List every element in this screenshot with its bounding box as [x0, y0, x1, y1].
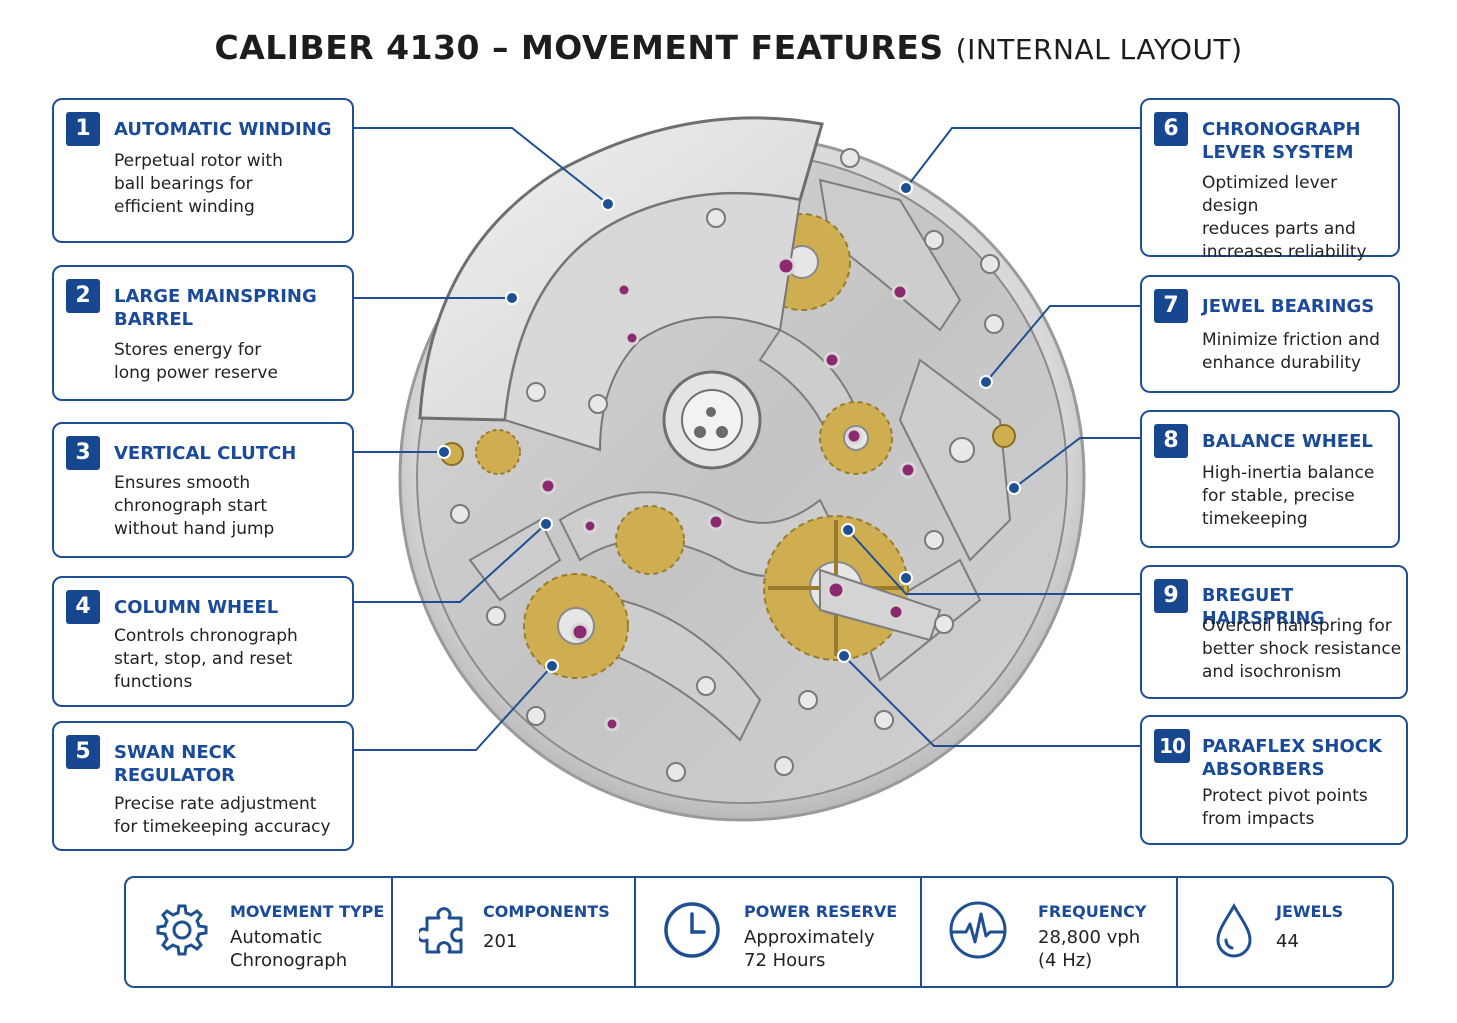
callout-description: Precise rate adjustment for timekeeping … — [114, 794, 331, 837]
clock-icon — [664, 902, 720, 958]
callout-description: Minimize friction and enhance durability — [1202, 330, 1380, 373]
spec-value: Approximately 72 Hours — [744, 927, 875, 971]
callout-description: Stores energy for long power reserve — [114, 340, 278, 383]
callout-description: Optimized lever design reduces parts and… — [1202, 173, 1367, 262]
callout-number: 5 — [66, 735, 100, 769]
pulse-icon — [949, 901, 1007, 959]
callout-jewel-bearings: 7 JEWEL BEARINGS Minimize friction and e… — [1140, 275, 1400, 393]
callout-description: Overcoil hairspring for better shock res… — [1202, 616, 1402, 682]
spec-value: Automatic Chronograph — [230, 927, 348, 971]
balance-cock — [819, 568, 942, 642]
page-title: CALIBER 4130 – MOVEMENT FEATURES (INTERN… — [0, 28, 1457, 67]
callout-paraflex-shock-absorbers: 10 PARAFLEX SHOCK ABSORBERS Protect pivo… — [1140, 715, 1408, 845]
callout-swan-neck-regulator: 5 SWAN NECK REGULATOR Precise rate adjus… — [52, 721, 354, 851]
callout-title: LARGE MAINSPRING BARREL — [114, 286, 317, 330]
spec-components: COMPONENTS 201 — [393, 878, 636, 986]
callout-description: High-inertia balance for stable, precise… — [1202, 463, 1375, 529]
callout-vertical-clutch: 3 VERTICAL CLUTCH Ensures smooth chronog… — [52, 422, 354, 558]
title-sub: (INTERNAL LAYOUT) — [955, 33, 1243, 66]
callout-number: 6 — [1154, 112, 1188, 146]
callout-number: 7 — [1154, 289, 1188, 323]
spec-label: JEWELS — [1276, 902, 1344, 921]
leader-lines — [354, 127, 1140, 751]
callout-number: 9 — [1154, 579, 1188, 613]
callout-breguet-hairspring: 9 BREGUET HAIRSPRING Overcoil hairspring… — [1140, 565, 1408, 699]
spec-frequency: FREQUENCY 28,800 vph (4 Hz) — [922, 878, 1178, 986]
callout-description: Protect pivot points from impacts — [1202, 786, 1368, 829]
callout-number: 10 — [1154, 729, 1190, 763]
jewels — [539, 256, 917, 732]
callout-number: 2 — [66, 279, 100, 313]
callout-title: JEWEL BEARINGS — [1202, 296, 1375, 317]
callout-title: CHRONOGRAPH LEVER SYSTEM — [1202, 119, 1361, 163]
callout-number: 1 — [66, 112, 100, 146]
callout-balance-wheel: 8 BALANCE WHEEL High-inertia balance for… — [1140, 410, 1400, 548]
callout-title: SWAN NECK REGULATOR — [114, 742, 236, 786]
callout-title: PARAFLEX SHOCK ABSORBERS — [1202, 736, 1382, 780]
puzzle-icon — [419, 907, 463, 954]
screws — [450, 148, 1004, 782]
spec-label: POWER RESERVE — [744, 902, 898, 921]
callout-column-wheel: 4 COLUMN WHEEL Controls chronograph star… — [52, 576, 354, 707]
callout-number: 4 — [66, 590, 100, 624]
spec-value: 28,800 vph (4 Hz) — [1038, 927, 1141, 971]
callout-title: COLUMN WHEEL — [114, 597, 279, 618]
callout-title: AUTOMATIC WINDING — [114, 119, 332, 140]
spec-value: 44 — [1276, 931, 1299, 952]
spec-jewels: JEWELS 44 — [1178, 878, 1392, 986]
callout-number: 3 — [66, 436, 100, 470]
spec-value: 201 — [483, 931, 518, 952]
spec-label: FREQUENCY — [1038, 902, 1147, 921]
callout-description: Ensures smooth chronograph start without… — [114, 473, 275, 539]
spec-label: COMPONENTS — [483, 902, 610, 921]
leader-dots — [437, 181, 1021, 673]
callout-title: VERTICAL CLUTCH — [114, 443, 297, 464]
callout-automatic-winding: 1 AUTOMATIC WINDING Perpetual rotor with… — [52, 98, 354, 243]
callout-number: 8 — [1154, 424, 1188, 458]
drop-icon — [1216, 902, 1252, 958]
spec-movement-type: MOVEMENT TYPE Automatic Chronograph — [126, 878, 393, 986]
regulator-gold-screw — [992, 424, 1016, 448]
callout-description: Perpetual rotor with ball bearings for e… — [114, 151, 283, 217]
gear-icon — [156, 904, 208, 956]
spec-label: MOVEMENT TYPE — [230, 902, 385, 921]
callout-mainspring-barrel: 2 LARGE MAINSPRING BARREL Stores energy … — [52, 265, 354, 401]
specs-bar: MOVEMENT TYPE Automatic Chronograph COMP… — [124, 876, 1394, 988]
spec-power-reserve: POWER RESERVE Approximately 72 Hours — [636, 878, 922, 986]
callout-title: BREGUET HAIRSPRING — [1202, 586, 1325, 629]
winding-bridge — [503, 192, 802, 452]
title-main: CALIBER 4130 – MOVEMENT FEATURES — [214, 28, 944, 67]
callout-chronograph-lever-system: 6 CHRONOGRAPH LEVER SYSTEM Optimized lev… — [1140, 98, 1400, 262]
callout-description: Controls chronograph start, stop, and re… — [114, 626, 298, 692]
callout-title: BALANCE WHEEL — [1202, 431, 1373, 452]
